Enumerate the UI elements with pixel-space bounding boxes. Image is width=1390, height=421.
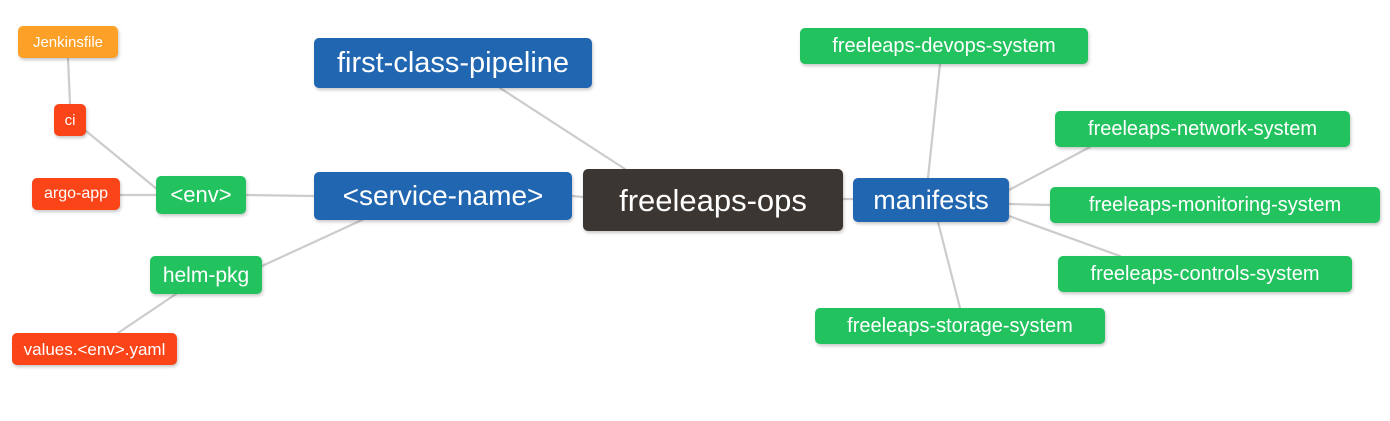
node-label-env: <env>	[170, 182, 232, 207]
node-label-first-class-pipeline: first-class-pipeline	[336, 46, 570, 79]
node-freeleaps-devops-system[interactable]: freeleaps-devops-system	[800, 28, 1088, 64]
node-freeleaps-network-system[interactable]: freeleaps-network-system	[1055, 111, 1350, 147]
edge-manifests-to-freeleaps-storage-system	[936, 220, 962, 310]
node-label-freeleaps-storage-system: freeleaps-storage-system	[847, 315, 1073, 337]
node-freeleaps-controls-system[interactable]: freeleaps-controls-system	[1058, 256, 1352, 292]
edge-first-class-pipeline-to-freeleaps-ops	[498, 86, 627, 171]
edge-jenkinsfile-to-ci	[66, 56, 72, 106]
edge-env-to-service-name	[244, 193, 316, 198]
node-argo-app[interactable]: argo-app	[32, 178, 120, 210]
edge-values-yaml-to-helm-pkg	[116, 292, 178, 335]
node-label-freeleaps-network-system: freeleaps-network-system	[1088, 118, 1317, 140]
node-label-freeleaps-devops-system: freeleaps-devops-system	[832, 35, 1056, 57]
edge-helm-pkg-to-service-name	[260, 218, 364, 268]
node-ci[interactable]: ci	[54, 104, 86, 136]
node-manifests[interactable]: manifests	[853, 178, 1009, 222]
node-label-freeleaps-monitoring-system: freeleaps-monitoring-system	[1088, 194, 1342, 216]
node-label-argo-app: argo-app	[43, 185, 109, 202]
edge-freeleaps-devops-system-to-manifests	[926, 62, 942, 180]
node-jenkinsfile[interactable]: Jenkinsfile	[18, 26, 118, 58]
edge-service-name-to-freeleaps-ops	[570, 194, 585, 199]
node-freeleaps-storage-system[interactable]: freeleaps-storage-system	[815, 308, 1105, 344]
node-label-jenkinsfile: Jenkinsfile	[32, 33, 104, 51]
node-label-manifests: manifests	[873, 184, 989, 215]
node-env[interactable]: <env>	[156, 176, 246, 214]
node-label-freeleaps-controls-system: freeleaps-controls-system	[1090, 263, 1320, 285]
node-helm-pkg[interactable]: helm-pkg	[150, 256, 262, 294]
node-service-name[interactable]: <service-name>	[314, 172, 572, 220]
edge-manifests-to-freeleaps-monitoring-system	[1007, 202, 1052, 207]
node-label-service-name: <service-name>	[342, 180, 544, 211]
node-label-values-yaml: values.<env>.yaml	[23, 339, 166, 359]
node-freeleaps-ops[interactable]: freeleaps-ops	[583, 169, 843, 231]
node-first-class-pipeline[interactable]: first-class-pipeline	[314, 38, 592, 88]
node-label-freeleaps-ops: freeleaps-ops	[619, 182, 807, 218]
edge-manifests-to-freeleaps-network-system	[1007, 145, 1092, 192]
node-freeleaps-monitoring-system[interactable]: freeleaps-monitoring-system	[1050, 187, 1380, 223]
node-label-ci: ci	[64, 111, 76, 129]
node-values-yaml[interactable]: values.<env>.yaml	[12, 333, 177, 365]
node-label-helm-pkg: helm-pkg	[162, 263, 250, 287]
